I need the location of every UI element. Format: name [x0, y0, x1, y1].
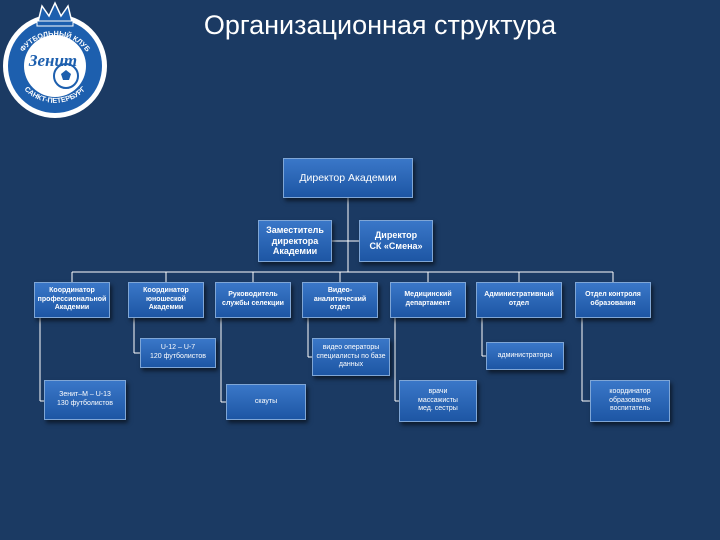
leaf-video-staff: видео операторы специалисты по базе данн… — [312, 338, 390, 376]
leaf-education-staff-line-1: координатор — [609, 388, 651, 396]
leaf-video-staff-line-1: видео операторы — [322, 344, 380, 352]
leaf-medical-staff-line-2: массажисты — [418, 396, 458, 404]
crown-icon — [36, 1, 74, 27]
leaf-video-staff-line-3: данных — [338, 361, 364, 369]
dept-video-analytics-line-2: аналитический отдел — [313, 295, 367, 312]
leaf-education-staff-line-3: воспитатель — [609, 405, 651, 413]
leaf-scouts: скауты — [226, 384, 306, 420]
dept-pro-academy-line-2: профессиональной — [37, 295, 107, 303]
leaf-scouts-line-1: скауты — [254, 397, 278, 405]
dept-selection-line-1: Руководитель — [228, 291, 278, 299]
leaf-medical-staff-line-3: мед. сестры — [418, 405, 458, 413]
dept-administrative: Административный отдел — [476, 282, 562, 318]
dept-pro-academy-line-1: Координатор — [49, 287, 95, 295]
dept-medical: Медицинский департамент — [390, 282, 466, 318]
smena-director-box: Директор СК «Смена» — [359, 220, 433, 262]
deputy-line-3: Академии — [272, 246, 318, 257]
director-box: Директор Академии — [283, 158, 413, 198]
leaf-video-staff-line-2: специалисты по базе — [316, 352, 386, 360]
dept-education-control: Отдел контроля образования — [575, 282, 651, 318]
director-label: Директор Академии — [299, 171, 397, 184]
dept-education-control-line-2: образования — [590, 300, 636, 307]
dept-administrative-line-1: Административный — [484, 291, 554, 299]
smena-line-2: СК «Смена» — [369, 241, 423, 251]
dept-medical-line-1: Медицинский — [404, 291, 452, 299]
dept-youth-academy-line-3: Академии — [148, 304, 184, 312]
dept-education-control-line-1: Отдел контроля — [585, 291, 641, 299]
leaf-administrators-line-1: администраторы — [497, 351, 553, 359]
leaf-education-staff: координатор образования воспитатель — [590, 380, 670, 422]
page-title: Организационная структура — [203, 10, 557, 40]
leaf-medical-staff-line-1: врачи — [428, 388, 448, 396]
leaf-u12-u7-line-2: 120 футболистов — [150, 353, 206, 360]
leaf-education-staff-line-2: образования — [609, 396, 651, 404]
leaf-zenit-m-line-2: 130 футболистов — [57, 400, 113, 407]
dept-selection-line-2: службы селекции — [222, 300, 284, 307]
dept-pro-academy-line-3: Академии — [54, 304, 90, 312]
deputy-line-2: директора — [271, 235, 319, 246]
dept-administrative-line-2: отдел — [508, 300, 530, 307]
leaf-u12-u7: U-12 – U-7 120 футболистов — [140, 338, 216, 368]
dept-video-analytics: Видео- аналитический отдел — [302, 282, 378, 318]
logo-main-text: Зенит — [28, 51, 77, 70]
smena-line-1: Директор — [374, 230, 418, 241]
leaf-zenit-m: Зенит–М – U-13 130 футболистов — [44, 380, 126, 420]
dept-selection: Руководитель службы селекции — [215, 282, 291, 318]
dept-video-analytics-line-1: Видео- — [327, 287, 353, 295]
leaf-zenit-m-line-1: Зенит–М – U-13 — [59, 391, 111, 399]
zenit-logo: ФУТБОЛЬНЫЙ КЛУБ САНКТ-ПЕТЕРБУРГ Зенит — [3, 1, 107, 118]
dept-youth-academy-line-1: Координатор — [143, 287, 189, 295]
dept-youth-academy-line-2: юношеской — [145, 295, 186, 303]
dept-pro-academy: Координатор профессиональной Академии — [34, 282, 110, 318]
dept-medical-line-2: департамент — [405, 300, 451, 307]
leaf-medical-staff: врачи массажисты мед. сестры — [399, 380, 477, 422]
dept-youth-academy: Координатор юношеской Академии — [128, 282, 204, 318]
leaf-administrators: администраторы — [486, 342, 564, 370]
deputy-line-1: Заместитель — [266, 224, 324, 235]
deputy-box: Заместитель директора Академии — [258, 220, 332, 262]
leaf-u12-u7-line-1: U-12 – U-7 — [160, 344, 196, 352]
